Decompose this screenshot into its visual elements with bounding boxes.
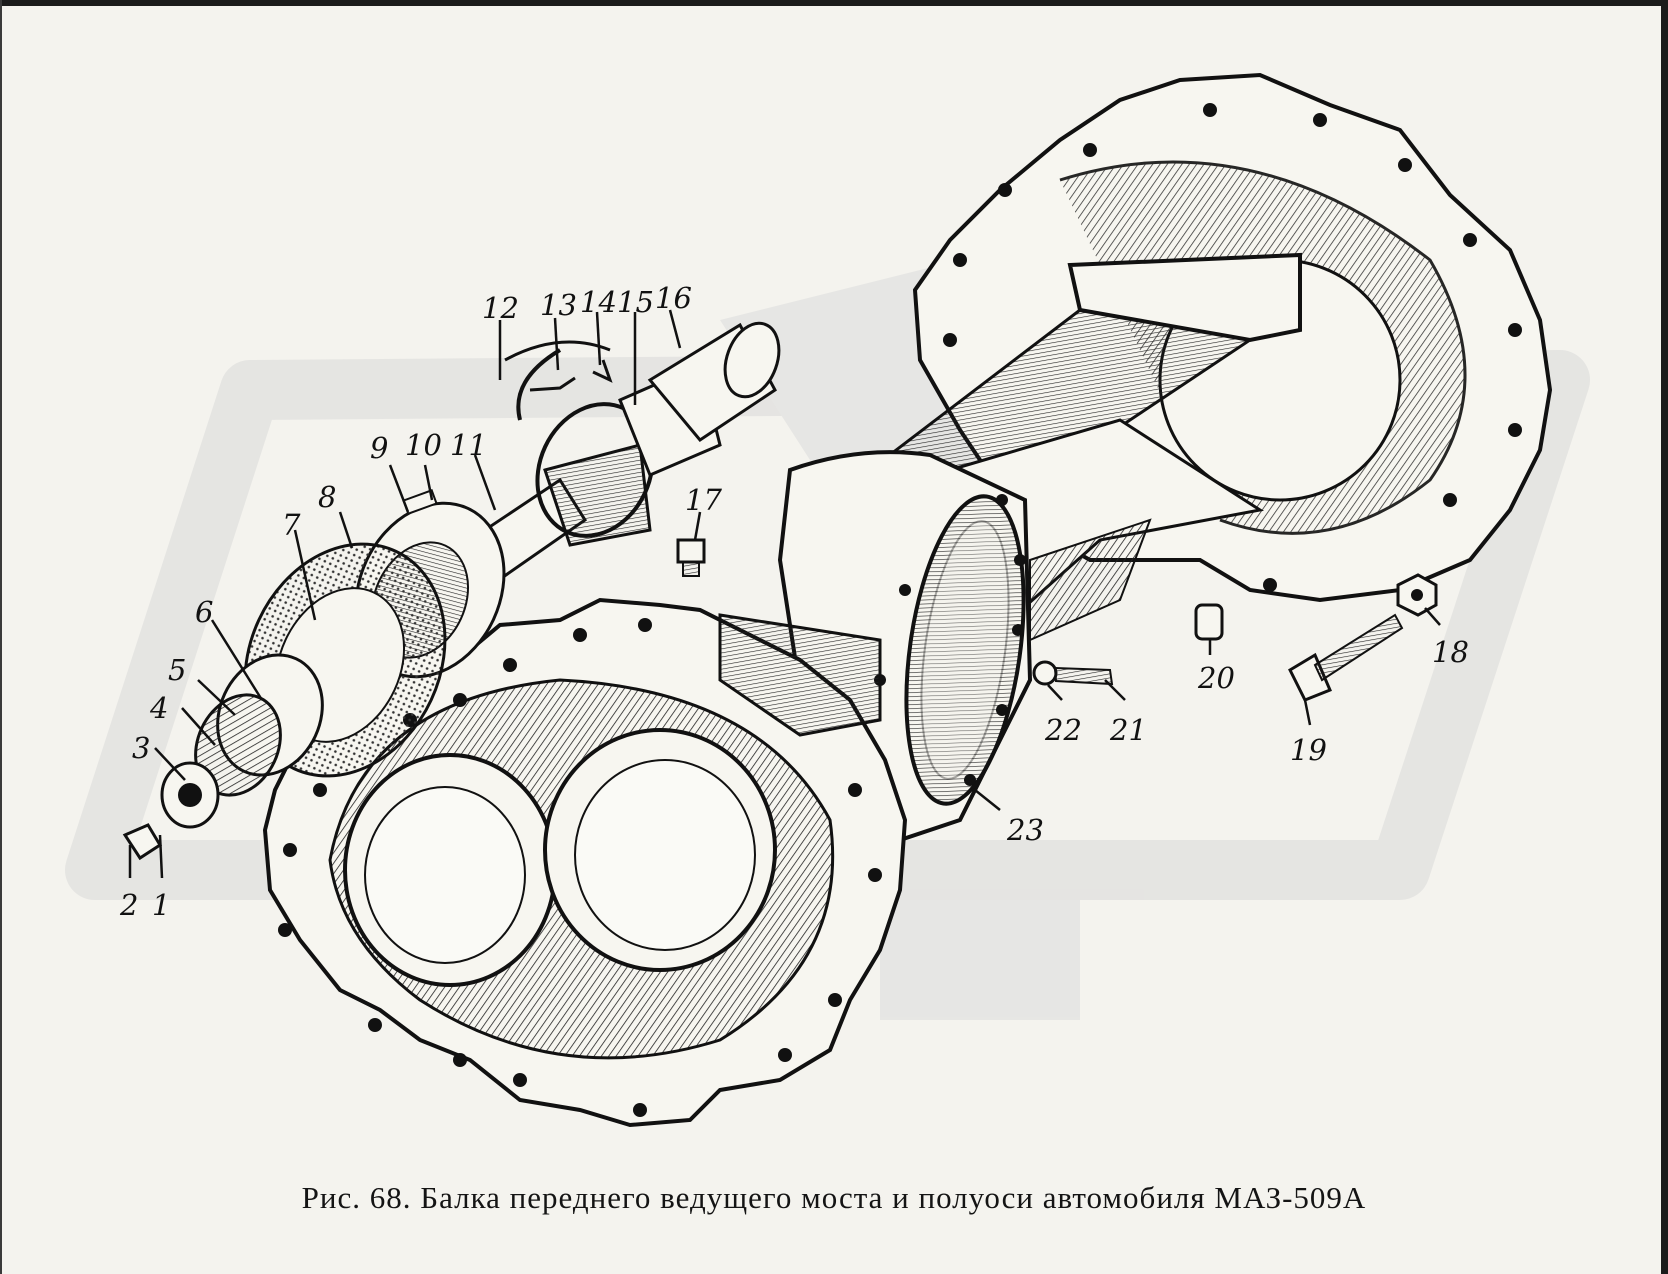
- callout-9: 10: [405, 428, 442, 462]
- callout-21: 22: [1044, 713, 1082, 747]
- callout-13: 14: [580, 285, 617, 319]
- callout-16: 17: [685, 483, 722, 517]
- callout-labels: 2 1 3 4 5 6 7 8 9 10 11 12 13 14 15 16 1…: [119, 281, 1469, 922]
- figure-caption: Рис. 68. Балка переднего ведущего моста …: [301, 1180, 1367, 1215]
- fasteners: [676, 538, 1438, 702]
- nut-18: [1396, 573, 1438, 617]
- bolt-21-22: [1032, 660, 1114, 686]
- callout-0: 1: [152, 888, 170, 922]
- callout-5: 6: [195, 595, 213, 629]
- callout-14: 15: [617, 285, 654, 319]
- callout-7: 8: [318, 480, 336, 514]
- fitting-17: [676, 538, 706, 577]
- callout-20: 21: [1109, 713, 1147, 747]
- leader-lines: [128, 309, 1441, 879]
- callout-12: 13: [540, 288, 577, 322]
- frame-right-border: [1661, 0, 1668, 1274]
- callout-1: 2: [119, 888, 138, 922]
- callout-15: 16: [655, 281, 692, 315]
- plug-20: [1194, 603, 1224, 641]
- callout-8: 9: [370, 431, 388, 465]
- half-shaft-assembly: [437, 321, 781, 603]
- callout-17: 18: [1432, 635, 1469, 669]
- callout-10: 11: [450, 428, 487, 462]
- callout-11: 12: [482, 291, 519, 325]
- callout-19: 20: [1197, 661, 1235, 695]
- callout-22: 23: [1006, 813, 1044, 847]
- callout-2: 3: [132, 731, 150, 765]
- bolt-19: [1288, 613, 1404, 702]
- callout-3: 4: [149, 691, 168, 725]
- callout-18: 19: [1290, 733, 1327, 767]
- frame-left-border: [0, 0, 2, 1274]
- frame-top-border: [0, 0, 1668, 6]
- callout-4: 5: [168, 653, 186, 687]
- hub-parts: [122, 489, 506, 861]
- callout-6: 7: [282, 508, 301, 542]
- axle-housing-left: [262, 597, 908, 1128]
